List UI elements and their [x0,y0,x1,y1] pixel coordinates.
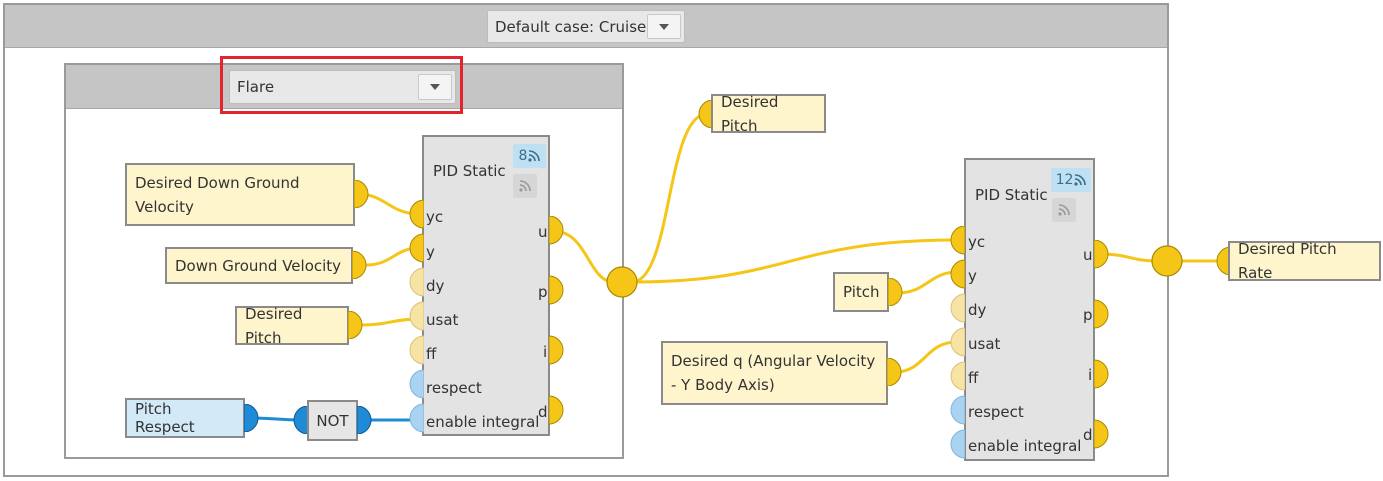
node-desired-pitch-input[interactable]: Desired Pitch [235,305,349,347]
node-label: Desired Pitch Rate [1238,240,1337,282]
pid-input-yc: yc [426,208,444,226]
outer-case-selector[interactable]: Default case: Cruise [487,10,685,43]
node-label: Desired Pitch [721,92,779,135]
pid-output-d: d [1083,426,1093,444]
pid-input-enable-integral: enable integral [426,413,540,431]
wire-desired-q [893,340,959,374]
pid-input-dy: dy [968,301,987,319]
wire-pitch [896,270,959,295]
pid-input-ff: ff [426,345,437,363]
inner-case-selector[interactable]: Flare [229,70,456,104]
pid-input-usat: usat [426,311,459,329]
feed-icon [528,150,541,162]
node-label: NOT [316,411,349,430]
node-label: Desired Down Ground Velocity [135,173,300,216]
pid-output-p: p [538,283,548,301]
pid-output-i: i [1088,366,1093,384]
pid-static-block-b[interactable]: PID Static 12 yc y dy usat ff respect en… [964,158,1095,461]
pid-a-output-ports[interactable] [549,216,565,426]
port-terminal[interactable] [352,251,368,279]
outer-case-dropdown-button[interactable] [647,14,681,39]
pid-output-u: u [538,223,548,241]
pid-a-input-ports[interactable] [408,200,424,440]
pid-input-ff: ff [968,369,979,387]
feed-icon [519,180,531,192]
node-pitch[interactable]: Pitch [833,272,889,312]
pid-badge-number: 8 [518,148,528,164]
port-terminal[interactable] [354,180,370,208]
pid-badge: 8 [513,144,546,168]
port-terminal[interactable] [888,278,904,306]
pid-feed-toggle[interactable] [513,174,537,198]
pid-title: PID Static [975,186,1048,204]
node-down-ground-velocity[interactable]: Down Ground Velocity [165,247,353,284]
inner-case-dropdown-button[interactable] [418,74,452,100]
chevron-down-icon [430,84,440,90]
pid-static-block-a[interactable]: PID Static 8 yc y dy usat ff respect ena… [422,135,550,436]
port-terminal[interactable] [348,311,364,339]
port-terminal[interactable] [887,358,903,386]
feed-icon [1074,174,1087,186]
pid-input-respect: respect [968,403,1024,421]
node-label: Desired q (Angular Velocity - Y Body Axi… [671,352,876,394]
node-label: Desired Pitch [245,304,303,347]
junction-node-b [1151,245,1183,277]
pid-b-output-ports[interactable] [1094,240,1110,450]
node-label: Pitch [843,283,880,301]
node-desired-pitch-output[interactable]: Desired Pitch [711,93,826,135]
pid-input-enable-integral: enable integral [968,437,1082,455]
node-pitch-respect[interactable]: Pitch Respect [125,398,245,438]
port-terminal[interactable] [697,100,713,128]
pid-output-i: i [543,343,548,361]
pid-feed-toggle[interactable] [1052,198,1076,222]
port-terminal[interactable] [292,406,308,434]
node-label: Pitch Respect [135,400,195,436]
chevron-down-icon [659,23,669,30]
pid-title: PID Static [433,162,506,180]
pid-input-dy: dy [426,277,445,295]
pid-output-p: p [1083,306,1093,324]
pid-b-input-ports[interactable] [949,226,965,466]
junction-node-a [606,266,638,298]
wire-to-desired-pitch [630,112,709,284]
port-terminal[interactable] [244,404,260,432]
pid-input-y: y [968,267,977,285]
outer-case-selector-label: Default case: Cruise [495,17,647,36]
inner-case-selector-label: Flare [237,78,275,96]
pid-input-usat: usat [968,335,1001,353]
port-terminal[interactable] [357,406,373,434]
wire-to-pid-b-yc [630,238,959,284]
pid-input-y: y [426,243,435,261]
pid-output-u: u [1083,246,1093,264]
pid-input-yc: yc [968,233,986,251]
pid-badge-number: 12 [1055,172,1074,188]
node-desired-q[interactable]: Desired q (Angular Velocity - Y Body Axi… [661,341,888,405]
pid-badge: 12 [1051,168,1091,192]
node-desired-down-ground-velocity[interactable]: Desired Down Ground Velocity [125,163,355,226]
node-label: Down Ground Velocity [175,256,342,275]
selection-highlight [220,56,463,114]
feed-icon [1058,204,1070,216]
node-desired-pitch-rate[interactable]: Desired Pitch Rate [1228,240,1381,282]
pid-input-respect: respect [426,379,482,397]
pid-output-d: d [538,403,548,421]
node-not-gate[interactable]: NOT [307,400,358,441]
